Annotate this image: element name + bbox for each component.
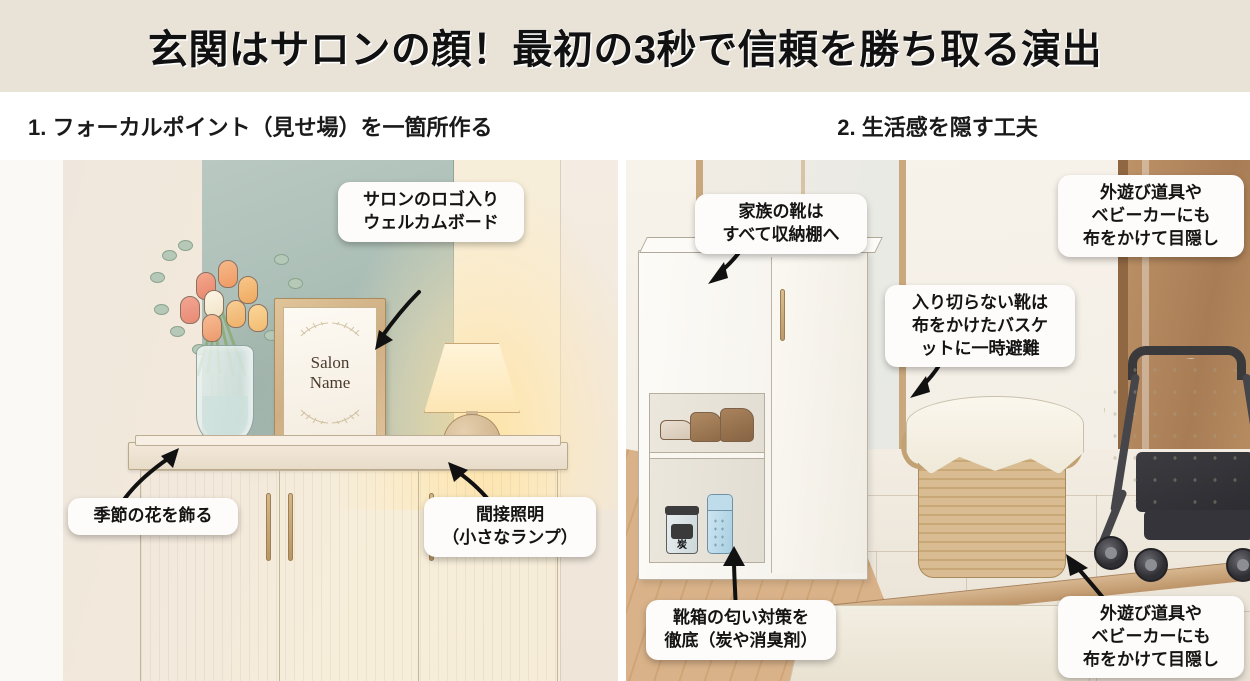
glass-vase: [196, 345, 254, 445]
callout-overflow-basket[interactable]: 入り切らない靴は 布をかけたバスケ ットに一時避難: [885, 285, 1075, 368]
deodorizer-vents: [712, 517, 728, 548]
shoe-cabinet-handle: [780, 289, 785, 341]
left-margin: [0, 160, 63, 681]
stroller-wheel-1: [1094, 536, 1128, 570]
shoe-cabinet: 炭: [638, 237, 883, 580]
welcome-board-line2: Name: [309, 373, 351, 392]
sideboard-handle-1: [266, 493, 271, 561]
callout-indirect-lighting[interactable]: 間接照明 （小さなランプ）: [424, 497, 596, 557]
section-heading-band: 1. フォーカルポイント（見せ場）を一箇所作る 2. 生活感を隠す工夫: [0, 92, 1250, 160]
stroller-basket: [1144, 510, 1250, 540]
charcoal-chunk: [671, 524, 693, 539]
basket-cover-cloth: [906, 396, 1084, 474]
callout-family-shoes[interactable]: 家族の靴は すべて収納棚へ: [695, 194, 867, 254]
callout-welcome-board[interactable]: サロンのロゴ入り ウェルカムボード: [338, 182, 524, 242]
section-heading-2: 2. 生活感を隠す工夫: [837, 115, 1038, 140]
sideboard-door-2: [280, 471, 419, 681]
stroller-wheel-2: [1134, 548, 1168, 582]
shelf-divider: [650, 452, 764, 459]
callout-outdoor-gear-top[interactable]: 外遊び道具や ベビーカーにも 布をかけて目隠し: [1058, 175, 1244, 258]
deodorizer-bottle: [707, 494, 733, 554]
wreath-top-icon: [300, 322, 360, 337]
stroller-handle: [1128, 346, 1246, 380]
page-title: 玄関はサロンの顔！最初の3秒で信頼を勝ち取る演出: [147, 28, 1103, 72]
sideboard-door-1: [141, 471, 280, 681]
wreath-bottom-icon: [300, 409, 360, 424]
panel-focal-point: Salon Name: [0, 160, 618, 681]
shoe-cabinet-open-shelves: 炭: [649, 393, 765, 563]
section-heading-1: 1. フォーカルポイント（見せ場）を一箇所作る: [28, 115, 493, 140]
header-banner: 玄関はサロンの顔！最初の3秒で信頼を勝ち取る演出: [0, 0, 1250, 92]
welcome-board-line1: Salon: [310, 353, 350, 373]
shoe-cabinet-door: [771, 257, 867, 573]
stroller-seat: [1136, 452, 1250, 512]
welcome-board-frame: Salon Name: [274, 298, 386, 448]
deodorizer-cap: [708, 495, 732, 511]
jar-lid: [665, 506, 699, 515]
stroller: [1076, 340, 1250, 590]
charcoal-jar: 炭: [665, 506, 699, 554]
callout-outdoor-gear-bottom[interactable]: 外遊び道具や ベビーカーにも 布をかけて目隠し: [1058, 596, 1244, 679]
sideboard-top: [128, 435, 568, 470]
charcoal-jar-label: 炭: [677, 540, 687, 551]
wall-right-edge: [560, 160, 618, 681]
welcome-board-inner: Salon Name: [283, 307, 377, 439]
sideboard-handle-2: [288, 493, 293, 561]
callout-shoe-odor[interactable]: 靴箱の匂い対策を 徹底（炭や消臭剤）: [646, 600, 836, 660]
stroller-wheel-3: [1226, 548, 1250, 582]
callout-seasonal-flowers[interactable]: 季節の花を飾る: [68, 498, 238, 535]
